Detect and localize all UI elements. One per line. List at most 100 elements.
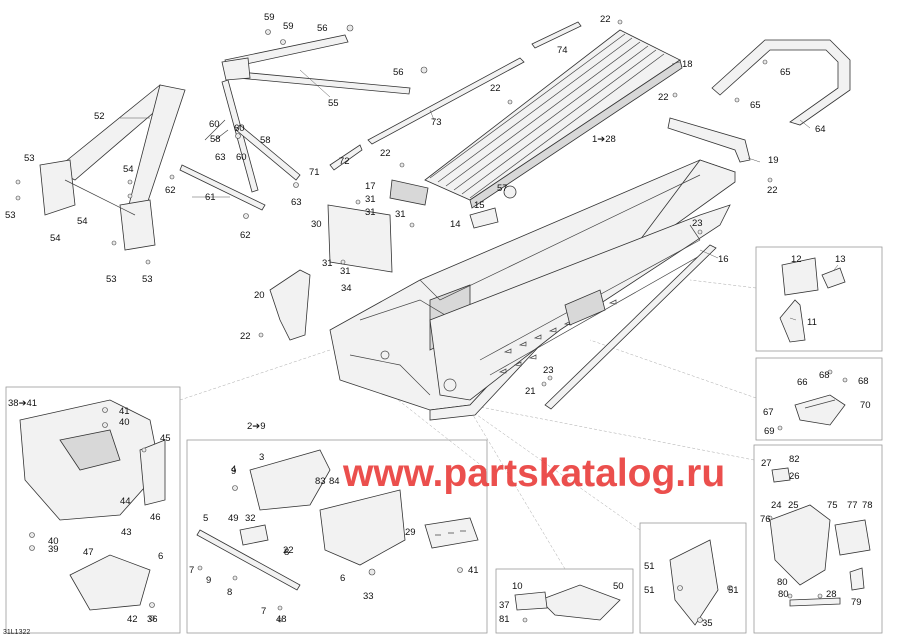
callout-label: 59 xyxy=(264,12,275,23)
callout-label: 31 xyxy=(340,266,351,277)
callout-label: 37 xyxy=(499,600,510,611)
steering-arm-52 xyxy=(39,84,186,251)
callout-label: 21 xyxy=(525,386,536,397)
bracket-50 xyxy=(669,539,719,626)
frame-front-38-inner xyxy=(59,429,121,471)
callout-label: 24 xyxy=(771,500,782,511)
plate-12 xyxy=(781,257,819,296)
callout-label: 53 xyxy=(24,153,35,164)
front-bulkhead-3 xyxy=(249,449,331,511)
box-detail-12-13-11 xyxy=(755,246,883,352)
callout-label: 9 xyxy=(231,466,236,477)
rear-bumper-64 xyxy=(711,39,851,126)
callout-label: 29 xyxy=(405,527,416,538)
callout-label: 68 xyxy=(819,370,830,381)
callout-label: 32 xyxy=(245,513,256,524)
callout-label: 27 xyxy=(761,458,772,469)
callout-label: 61 xyxy=(205,192,216,203)
callout-label: 59 xyxy=(283,21,294,32)
bracket-75 xyxy=(769,504,831,586)
callout-label: 22 xyxy=(283,545,294,556)
callout-label: 62 xyxy=(240,230,251,241)
washer-27-26 xyxy=(771,467,791,483)
callout-label: 51 xyxy=(644,585,655,596)
leader-dash-c xyxy=(469,404,755,461)
callout-label: 25 xyxy=(788,500,799,511)
box-detail-50-51 xyxy=(639,522,747,634)
callout-label: 31 xyxy=(322,258,333,269)
callout-label: 57 xyxy=(497,183,508,194)
skid-70 xyxy=(794,394,846,426)
callout-label: 8 xyxy=(227,587,232,598)
callout-label: 47 xyxy=(83,547,94,558)
callout-label: 75 xyxy=(827,500,838,511)
callout-label: 40 xyxy=(119,417,130,428)
callout-label: 1➔28 xyxy=(592,134,616,145)
callout-label: 51 xyxy=(728,585,739,596)
rail-16-line xyxy=(689,224,701,241)
callout-label: 74 xyxy=(557,45,568,56)
callout-label: 17 xyxy=(365,181,376,192)
callout-label: 10 xyxy=(512,581,523,592)
part-14-15 xyxy=(469,207,499,229)
callout-label: 65 xyxy=(750,100,761,111)
callout-label: 13 xyxy=(835,254,846,265)
bracket-39 xyxy=(69,554,151,611)
clip-28 xyxy=(849,567,865,591)
callout-label: 58 xyxy=(260,135,271,146)
callout-label: 79 xyxy=(851,597,862,608)
grommet-57 xyxy=(503,185,517,199)
bar-79 xyxy=(789,597,841,607)
callout-label: 52 xyxy=(94,111,105,122)
callout-label: 33 xyxy=(363,591,374,602)
callout-label: 3 xyxy=(259,452,264,463)
callout-label: 51 xyxy=(644,561,655,572)
rear-bracket-19 xyxy=(667,117,751,163)
callout-label: 23 xyxy=(692,218,703,229)
callout-label: 54 xyxy=(50,233,61,244)
callout-label: 82 xyxy=(789,454,800,465)
bracket-11 xyxy=(779,299,806,343)
callout-label: 35 xyxy=(702,618,713,629)
callout-label: 50 xyxy=(613,581,624,592)
watermark-text: www.partskatalog.ru xyxy=(342,452,725,495)
skid-10 xyxy=(539,584,621,621)
side-rail-16 xyxy=(544,244,717,410)
callout-label: 19 xyxy=(768,155,779,166)
callout-label: 26 xyxy=(789,471,800,482)
chassis-frame xyxy=(329,159,736,421)
callout-label: 68 xyxy=(858,376,869,387)
callout-label: 78 xyxy=(862,500,873,511)
leader-dash-b xyxy=(589,339,757,399)
callout-label: 36 xyxy=(147,614,158,625)
callout-label: 39 xyxy=(48,544,59,555)
callout-label: 7 xyxy=(189,565,194,576)
callout-label: 9 xyxy=(206,575,211,586)
bracket-32 xyxy=(239,524,269,546)
callout-label: 6 xyxy=(340,573,345,584)
box-detail-10-35 xyxy=(495,568,634,634)
callout-label: 63 xyxy=(291,197,302,208)
callout-label: 62 xyxy=(165,185,176,196)
callout-label: 16 xyxy=(718,254,729,265)
callout-label: 34 xyxy=(341,283,352,294)
callout-label: 41 xyxy=(468,565,479,576)
callout-label: 76 xyxy=(760,514,771,525)
tunnel-rails xyxy=(367,21,683,209)
callout-label: 41 xyxy=(119,406,130,417)
callout-label: 53 xyxy=(106,274,117,285)
callout-label: 67 xyxy=(763,407,774,418)
callout-label: 43 xyxy=(121,527,132,538)
callout-label: 30 xyxy=(311,219,322,230)
leader-dash-a xyxy=(689,279,757,289)
callout-label: 45 xyxy=(160,433,171,444)
callout-label: 22 xyxy=(658,92,669,103)
callout-label: 20 xyxy=(254,290,265,301)
callout-label: 53 xyxy=(5,210,16,221)
leader-dash-e xyxy=(469,409,566,570)
callout-label: 22 xyxy=(600,14,611,25)
callout-label: 18 xyxy=(682,59,693,70)
callout-label: 72 xyxy=(339,156,350,167)
